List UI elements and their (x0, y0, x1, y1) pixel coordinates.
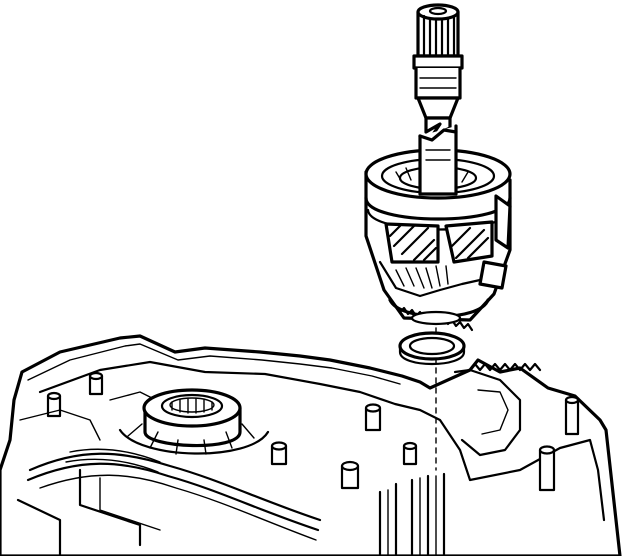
housing-studs (46, 371, 580, 492)
thrust-washer (398, 331, 466, 366)
housing-ribs (378, 472, 446, 556)
input-shaft (412, 3, 464, 196)
oil-passage-channels (16, 391, 322, 556)
center-bearing-boss (118, 388, 270, 455)
transmission-case-housing (0, 317, 622, 556)
